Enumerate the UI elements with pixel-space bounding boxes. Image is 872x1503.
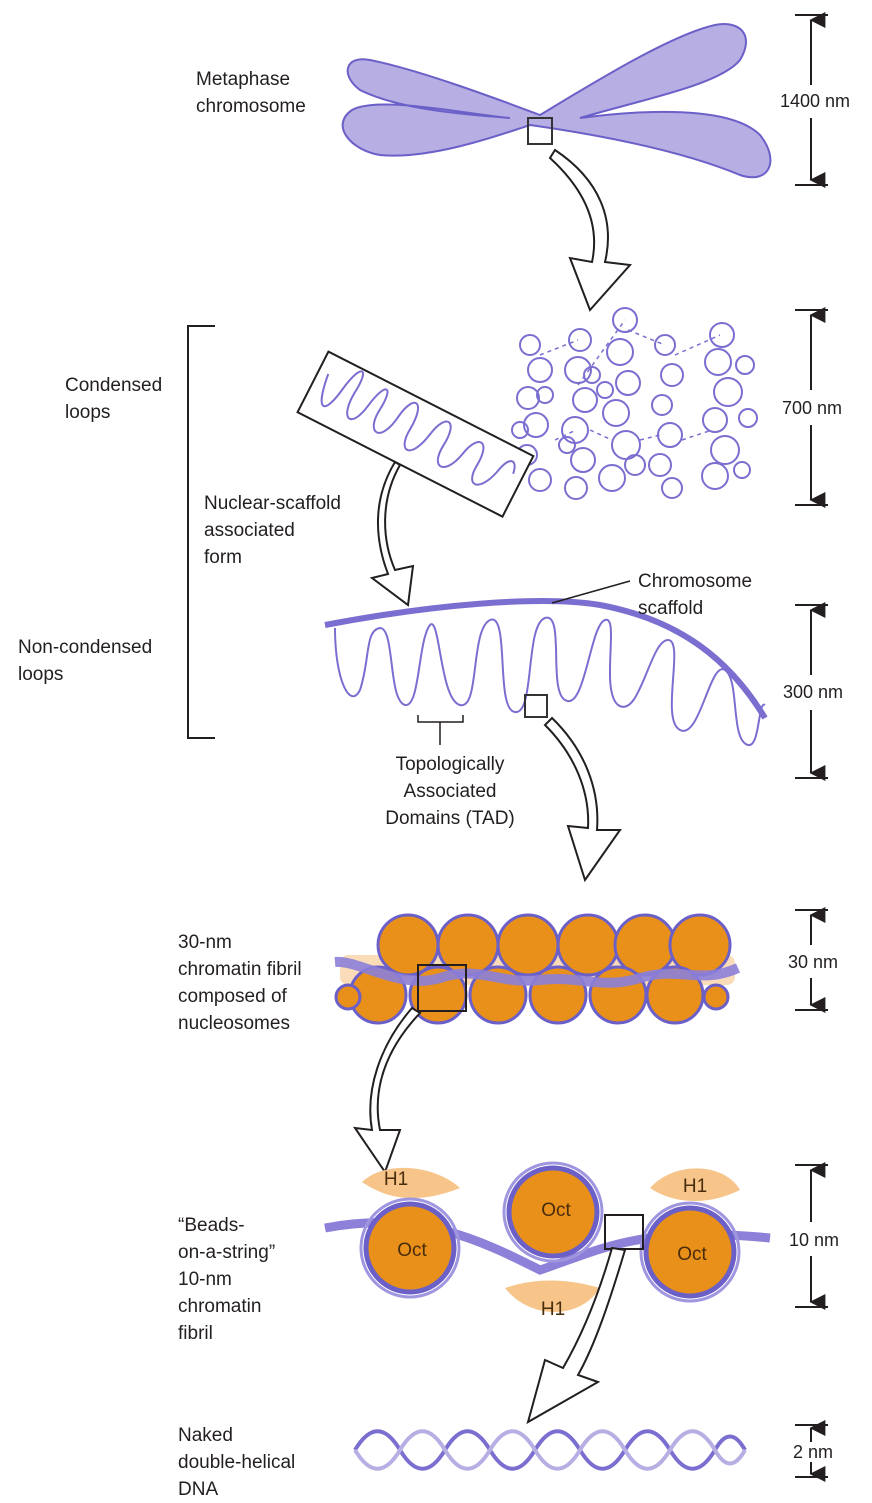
scale-300 [795,602,828,781]
naked-dna [353,1429,747,1471]
zoom-box [524,694,548,718]
noncondensed-loops [324,598,768,746]
scale-labels: 1400 nm 700 nm 300 nm 30 nm 10 nm 2 nm [780,91,850,1462]
zoom-arrow [526,1246,627,1425]
h1-label: H1 [683,1176,707,1197]
metaphase-chromosome [341,23,772,179]
zoom-arrow [352,1006,422,1175]
scale-30 [795,907,828,1013]
scale-label-1400: 1400 nm [780,91,850,111]
label-chromosome-scaffold: Chromosome scaffold [638,571,753,619]
loops-bracket [187,325,215,739]
label-tad: Topologically Associated Domains (TAD) [385,754,515,829]
rosette-3 [596,307,646,492]
label-30nm-fibril: 30-nm chromatin fibril composed of nucle… [178,932,302,1034]
scale-label-700: 700 nm [782,398,842,418]
oct-label: Oct [541,1200,571,1221]
scale-10 [795,1162,828,1310]
rosette-4 [648,334,684,499]
scale-label-2: 2 nm [793,1442,833,1462]
rosette-1 [511,334,554,492]
chromatin-fibril-30nm [334,913,741,1025]
scale-2 [795,1420,828,1482]
scaffold-leader [551,580,631,604]
zoom-arrow [548,148,633,312]
label-condensed-loops: Condensed loops [65,375,163,423]
scale-700 [795,307,828,508]
zoom-box [417,964,467,1012]
beads-on-string: H1 H1 H1 Oct Oct Oct [324,1161,771,1320]
condensed-loops [511,307,758,500]
scale-label-10: 10 nm [789,1230,839,1250]
scale-1400 [795,12,828,188]
scale-bars [795,12,828,1482]
label-noncondensed-loops: Non-condensed loops [18,637,153,685]
label-metaphase-chromosome: Metaphase chromosome [196,69,306,117]
h1-label: H1 [541,1299,565,1320]
oct-label: Oct [397,1240,427,1261]
zoom-arrow [369,460,415,607]
tad-bracket [417,715,464,745]
scale-label-300: 300 nm [783,682,843,702]
rosette-2 [558,328,601,500]
zoom-arrow [543,716,622,883]
label-beads-on-a-string: “Beads- on-a-string” 10-nm chromatin fib… [178,1215,276,1344]
h1-label: H1 [384,1169,408,1190]
scale-label-30: 30 nm [788,952,838,972]
label-nuclear-scaffold-form: Nuclear-scaffold associated form [204,493,341,568]
oct-label: Oct [677,1244,707,1265]
rosette-5 [701,322,758,490]
zoom-box [527,117,553,145]
label-naked-dna: Naked double-helical DNA [178,1425,296,1500]
